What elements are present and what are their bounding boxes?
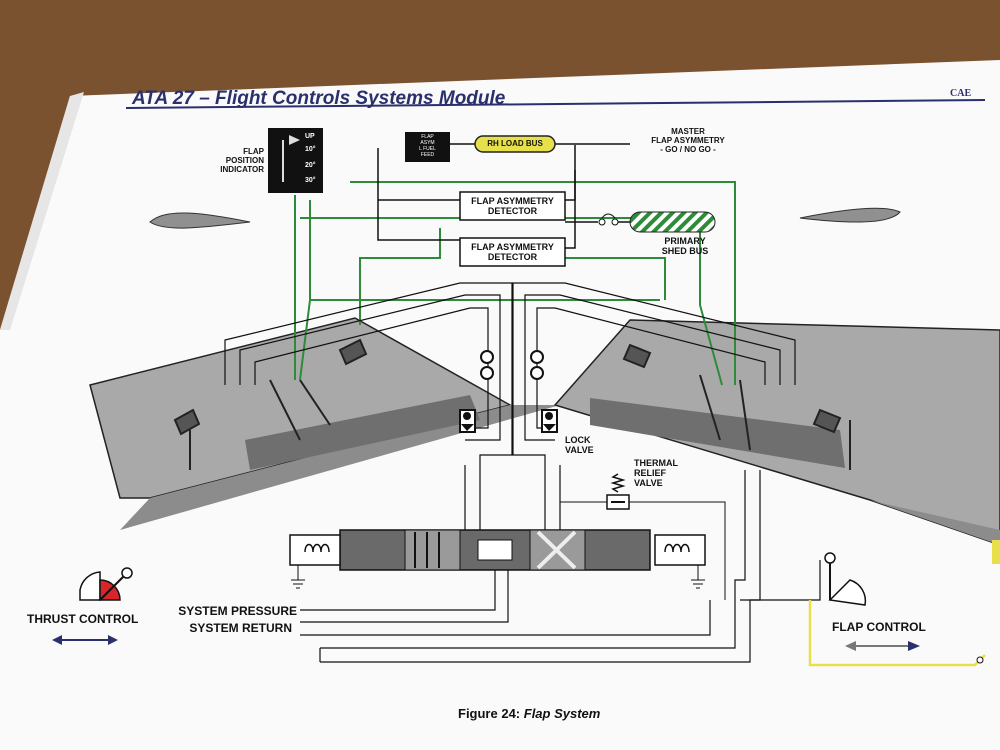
rh-load-bus-label: RH LOAD BUS xyxy=(487,139,543,148)
signal-wires xyxy=(294,181,736,386)
left-airfoil xyxy=(149,212,251,229)
lock-valves xyxy=(459,350,558,433)
thermal-relief-valve-label: THERMAL RELIEF VALVE xyxy=(634,458,678,488)
flap-control-label: FLAP CONTROL xyxy=(832,620,926,634)
flap-arrows-icon xyxy=(845,641,920,651)
flap-asym-light-label: FLAP ASYM L FUEL FEED xyxy=(419,134,436,158)
indicator-mark-10: 10° xyxy=(305,146,316,153)
thrust-control-label: THRUST CONTROL xyxy=(27,612,139,626)
detector-1-label: FLAP ASYMMETRY DETECTOR xyxy=(471,196,554,216)
lock-valve-label: LOCK VALVE xyxy=(565,435,594,455)
indicator-mark-20: 20° xyxy=(305,162,316,169)
primary-shed-bus xyxy=(629,211,716,233)
solenoids xyxy=(289,534,706,589)
page-title: ATA 27 – Flight Controls Systems Module xyxy=(132,88,506,109)
figure-number: Figure 24: xyxy=(458,706,521,721)
indicator-pointer-icon xyxy=(289,135,300,145)
flap-control-icon xyxy=(824,552,867,606)
figure-caption: Figure 24: Flap System xyxy=(458,706,600,721)
indicator-mark-up: UP xyxy=(305,133,315,140)
detector-2-label: FLAP ASYMMETRY DETECTOR xyxy=(471,242,554,262)
system-pressure-label: SYSTEM PRESSURE xyxy=(178,604,297,618)
figure-title: Flap System xyxy=(523,706,601,721)
master-asymmetry-label: MASTER FLAP ASYMMETRY - GO / NO GO - xyxy=(651,127,725,154)
right-airfoil xyxy=(799,207,901,223)
detector-box-2 xyxy=(459,237,566,267)
cae-logo: CAE xyxy=(950,88,972,99)
torque-tubes xyxy=(224,282,796,535)
thermal-relief-valve xyxy=(560,473,726,600)
indicator-mark-30: 30° xyxy=(305,177,316,184)
hydraulic-lines xyxy=(300,470,821,663)
header-rule xyxy=(125,99,986,109)
primary-shed-bus-label: PRIMARY SHED BUS xyxy=(661,236,709,256)
flap-position-indicator-label: FLAP POSITION INDICATOR xyxy=(220,147,264,174)
flap-asym-light xyxy=(405,132,450,162)
rh-load-bus xyxy=(474,135,556,153)
detector-box-1 xyxy=(459,191,566,221)
system-return-label: SYSTEM RETURN xyxy=(189,621,292,635)
thrust-control-icon xyxy=(79,567,133,601)
thrust-arrows-icon xyxy=(52,635,118,645)
